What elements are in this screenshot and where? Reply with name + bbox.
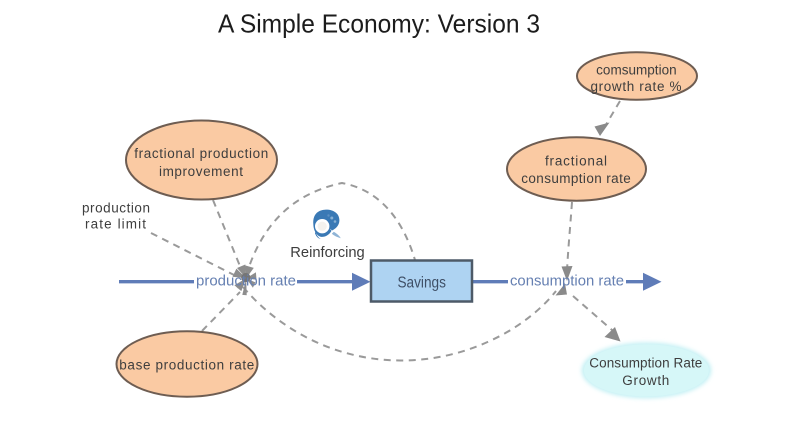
svg-text:Reinforcing: Reinforcing: [290, 245, 365, 261]
svg-text:rate limit: rate limit: [85, 217, 146, 232]
svg-text:comsumption: comsumption: [596, 63, 677, 78]
svg-text:improvement: improvement: [159, 164, 243, 179]
svg-text:Growth: Growth: [622, 373, 669, 388]
svg-text:production: production: [82, 201, 150, 216]
svg-text:Consumption Rate: Consumption Rate: [589, 356, 702, 371]
svg-text:consumption rate: consumption rate: [521, 171, 631, 186]
svg-text:growth rate %: growth rate %: [591, 79, 682, 94]
svg-text:consumption rate: consumption rate: [510, 274, 624, 290]
svg-text:fractional: fractional: [545, 154, 607, 169]
svg-text:base production rate: base production rate: [119, 358, 254, 373]
svg-text:production rate: production rate: [196, 274, 296, 290]
svg-text:fractional production: fractional production: [134, 146, 268, 161]
svg-text:A Simple Economy: Version 3: A Simple Economy: Version 3: [218, 9, 540, 39]
svg-text:Savings: Savings: [397, 275, 446, 292]
